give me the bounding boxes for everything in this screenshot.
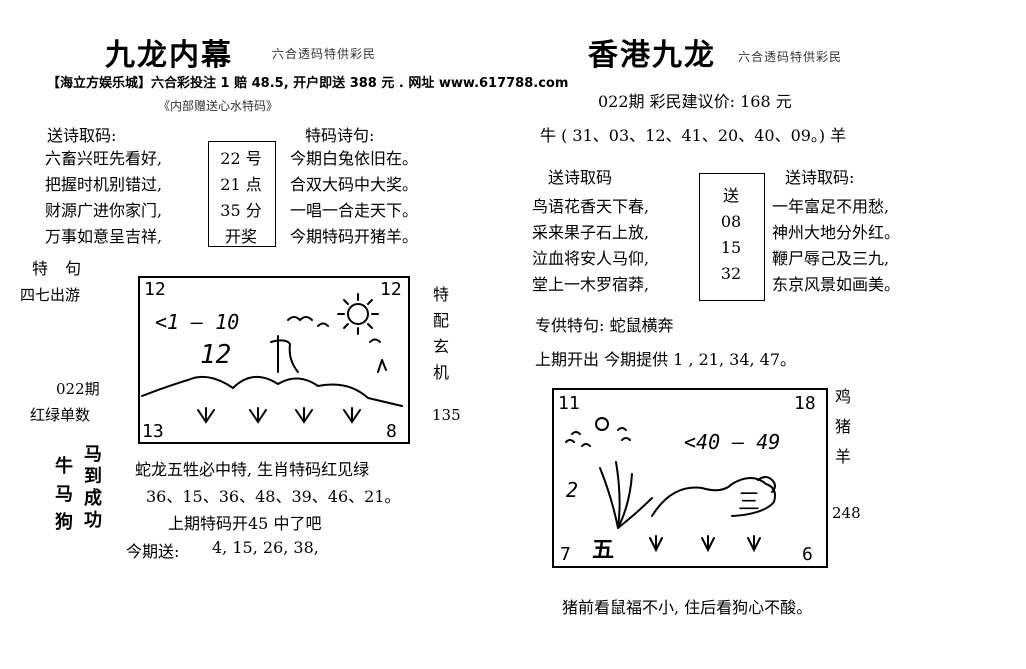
right-poem-line: 泣血将安人马仰, [532, 249, 650, 268]
left-sketch-number: 12 [200, 340, 232, 370]
left-poem-line: 六畜兴旺先看好, [45, 149, 163, 168]
idiom-char: 到 [84, 466, 102, 487]
right-period-price: 022期 彩民建议价: 168 元 [598, 92, 792, 111]
send-box [699, 173, 765, 301]
right-poem-line: 采来果子石上放, [532, 223, 650, 242]
internal-note: 《内部赠送心水特码》 [158, 99, 279, 113]
left-poem-line: 万事如意呈吉祥, [45, 227, 163, 246]
left-sketch-drawing [141, 293, 403, 424]
draw-time-line: 22 号 [220, 149, 262, 168]
left-poem-list: 六畜兴旺先看好, 把握时机别错过, 财源广进你家门, 万事如意呈吉祥, [45, 146, 162, 250]
vertical-char: 特 [432, 285, 449, 304]
draw-time-line: 21 点 [220, 175, 262, 194]
vertical-char: 配 [432, 311, 449, 330]
send-box-line: 送 [722, 186, 739, 205]
left-sketch-range: <1 — 10 [155, 310, 240, 334]
right-sketch-number: 2 [566, 478, 579, 502]
right-title: 香港九龙 [588, 38, 716, 73]
right-footer: 猪前看鼠福不小, 住后看狗心不酸。 [562, 598, 813, 617]
left-hint: 蛇龙五牲必中特, 生肖特码红见绿 [135, 460, 370, 479]
left-poem-line: 财源广进你家门, [45, 201, 163, 220]
right-side-number: 248 [832, 504, 861, 522]
right-ox-line: 牛 ( 31、03、12、41、20、40、09。) 羊 [540, 126, 847, 145]
right-sketch-corner-bl: 7 [560, 544, 571, 565]
right-side-number: 135 [432, 406, 461, 424]
left-poem-header-left: 送诗取码: [47, 126, 117, 145]
vertical-char: 机 [432, 363, 449, 382]
send-box-line: 32 [720, 264, 742, 283]
right-sketch-char-five: 五 [592, 537, 615, 563]
send-box-line: 15 [720, 238, 742, 257]
side-zodiac: 猪 [834, 417, 851, 436]
right-sketch-range: <40 — 49 [684, 430, 781, 454]
draw-time-line: 35 分 [220, 201, 262, 220]
send-box-line: 08 [720, 212, 742, 231]
send-box-list: 送 08 15 32 [699, 183, 763, 287]
left-poem-right-line: 今期白兔依旧在。 [290, 149, 419, 168]
left-sketch-corner-tl: 12 [144, 279, 166, 300]
right-sketch-corner-tl: 11 [558, 393, 580, 414]
right-side-vertical: 特 配 玄 机 [428, 282, 454, 386]
right-poem-list: 鸟语花香天下春, 采来果子石上放, 泣血将安人马仰, 堂上一木罗宿莽, [532, 194, 649, 298]
right-poem-right-list: 一年富足不用愁, 神州大地分外红。 鞭尸辱己及三九, 东京风景如画美。 [772, 194, 900, 298]
right-poem-header-right: 送诗取码: [785, 168, 855, 187]
right-poem-right-line: 东京风景如画美。 [772, 275, 901, 294]
draw-time-box [208, 141, 276, 247]
left-poem-right-line: 合双大码中大奖。 [290, 175, 419, 194]
right-sketch-corner-br: 6 [802, 544, 813, 565]
left-poem-right-line: 今期特码开猪羊。 [290, 227, 419, 246]
period-label: 022期 [56, 380, 100, 398]
color-label: 红绿单数 [30, 406, 91, 424]
left-poem-right-line: 一唱一合走天下。 [290, 201, 419, 220]
ad-banner: 【海立方娱乐城】六合彩投注 1 赔 48.5, 开户即送 388 元 . 网址 … [47, 76, 569, 91]
zodiac-ox: 牛 [55, 456, 73, 477]
today-numbers: 4, 15, 26, 38, [212, 538, 319, 557]
right-side-zodiacs: 鸡 猪 羊 [830, 382, 856, 472]
idiom-vertical: 马 到 成 功 [80, 444, 106, 532]
right-poem-right-line: 鞭尸辱己及三九, [772, 249, 890, 268]
idiom-char: 成 [84, 488, 102, 509]
last-issue: 上期开出 今期提供 1 , 21, 34, 47。 [535, 350, 797, 369]
draw-time-list: 22 号 21 点 35 分 开奖 [208, 146, 274, 250]
draw-time-line: 开奖 [224, 227, 257, 246]
special-label: 特 句 [32, 259, 88, 278]
special-phrase: 专供特句: 蛇鼠横奔 [535, 316, 674, 335]
side-zodiac: 羊 [834, 447, 851, 466]
side-zodiac: 鸡 [834, 387, 851, 406]
right-sketch-frame [552, 388, 828, 568]
today-label: 今期送: [126, 542, 180, 561]
left-sketch-corner-tr: 12 [380, 279, 402, 300]
left-numbers: 36、15、36、48、39、46、21。 [146, 487, 401, 506]
left-side-text: 四七出游 [20, 286, 81, 304]
right-sketch-corner-tr: 18 [794, 393, 816, 414]
zodiac-horse: 马 [55, 484, 73, 505]
vertical-char: 玄 [432, 337, 449, 356]
right-poem-line: 堂上一木罗宿莽, [532, 275, 650, 294]
left-title: 九龙内幕 [105, 38, 233, 73]
left-sketch-frame [138, 276, 410, 444]
last-result: 上期特码开45 中了吧 [168, 514, 322, 533]
right-poem-right-line: 一年富足不用愁, [772, 197, 890, 216]
right-poem-right-line: 神州大地分外红。 [772, 223, 901, 242]
left-poem-line: 把握时机别错过, [45, 175, 163, 194]
left-sketch-corner-bl: 13 [142, 421, 164, 442]
right-sketch-char-three: 三 [738, 490, 761, 515]
right-poem-line: 鸟语花香天下春, [532, 197, 650, 216]
right-subtitle: 六合透码特供彩民 [738, 50, 843, 64]
left-poem-right-list: 今期白兔依旧在。 合双大码中大奖。 一唱一合走天下。 今期特码开猪羊。 [290, 146, 418, 250]
idiom-char: 马 [84, 444, 102, 465]
zodiac-dog: 狗 [55, 512, 73, 533]
right-poem-header-left: 送诗取码 [548, 168, 613, 187]
left-poem-header-right: 特码诗句: [305, 126, 375, 145]
right-sketch-drawing [565, 417, 776, 553]
idiom-char: 功 [84, 510, 102, 531]
left-sketch-corner-br: 8 [386, 421, 397, 442]
left-subtitle: 六合透码特供彩民 [272, 47, 377, 61]
